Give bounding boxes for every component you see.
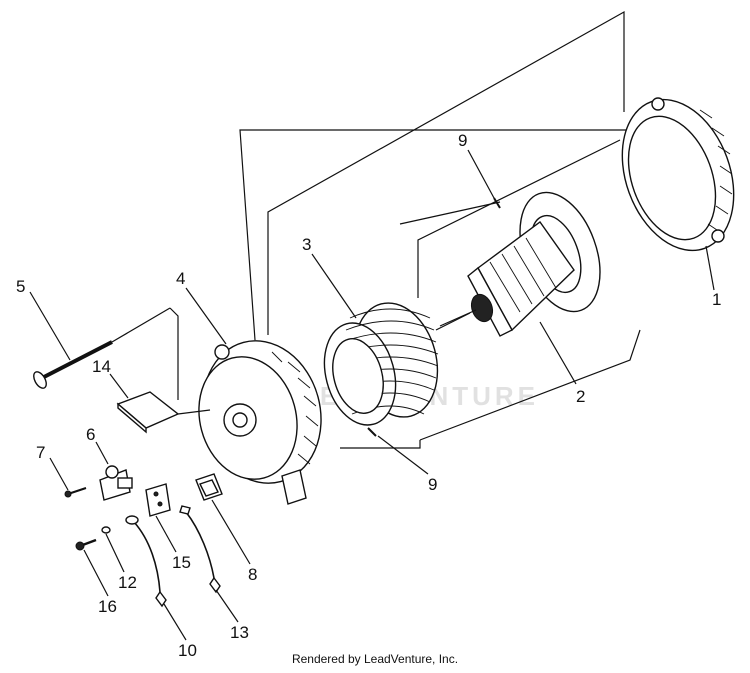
part-stator <box>323 302 439 426</box>
part-through-bolt <box>33 307 179 400</box>
callout-9-top: 9 <box>458 131 467 150</box>
callout-6: 6 <box>86 425 95 444</box>
part-bolt <box>75 538 97 551</box>
callout-7: 7 <box>36 443 45 462</box>
part-capacitor-block <box>145 483 171 517</box>
part-end-cover <box>621 97 735 252</box>
callout-12: 12 <box>118 573 137 592</box>
callout-4: 4 <box>176 269 185 288</box>
part-pad <box>116 391 211 434</box>
part-washer <box>101 526 111 534</box>
render-credit: Rendered by LeadVenture, Inc. <box>291 652 459 666</box>
callout-3: 3 <box>302 235 311 254</box>
callout-14: 14 <box>92 357 111 376</box>
part-rotor <box>439 191 601 337</box>
part-screw <box>64 487 87 498</box>
callout-2: 2 <box>576 387 585 406</box>
part-wire-lead-10 <box>125 515 167 608</box>
callout-10: 10 <box>178 641 197 660</box>
callout-1: 1 <box>712 290 721 309</box>
callout-9-bottom: 9 <box>428 475 437 494</box>
part-key-pin <box>367 197 501 437</box>
part-front-housing <box>198 340 322 505</box>
callout-labels: 1 2 3 4 5 6 7 8 9 9 10 12 13 14 15 16 <box>16 131 721 660</box>
callout-15: 15 <box>172 553 191 572</box>
callout-5: 5 <box>16 277 25 296</box>
callout-8: 8 <box>248 565 257 584</box>
part-wire-lead-13 <box>179 505 221 594</box>
callout-16: 16 <box>98 597 117 616</box>
callout-13: 13 <box>230 623 249 642</box>
part-brush-holder <box>99 465 133 501</box>
assembly-lines <box>239 10 670 449</box>
part-rectifier <box>195 473 223 501</box>
callout-leaders <box>29 149 715 641</box>
